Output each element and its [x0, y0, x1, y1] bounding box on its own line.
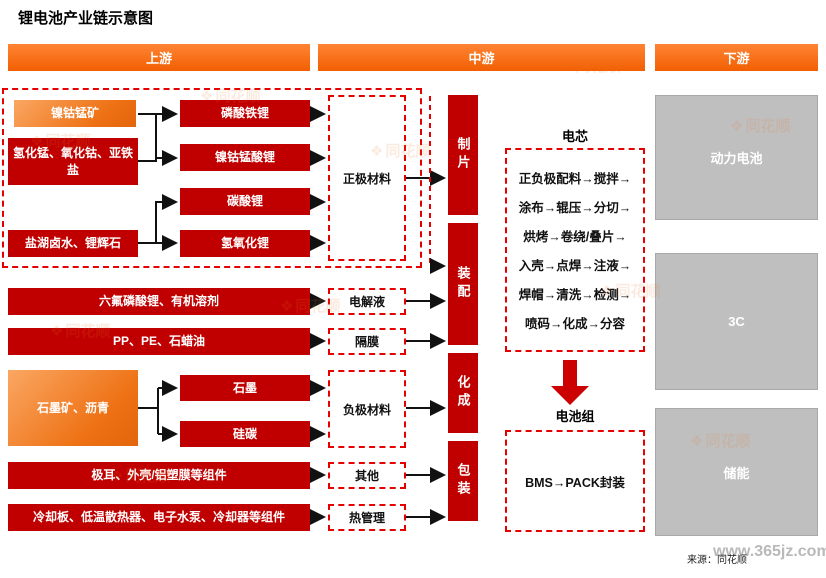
header-upstream: 上游	[8, 44, 310, 71]
downstream-power-battery: 动力电池	[655, 95, 818, 220]
cell-step-line: 正负极配料→搅拌→	[518, 172, 632, 186]
source-electrolyte: 六氟磷酸锂、有机溶剂	[8, 288, 310, 315]
cell-step-line: 喷码→化成→分容	[524, 317, 625, 331]
downstream-energy-storage: 储能	[655, 408, 818, 536]
cell-process-box: 正负极配料→搅拌→ 涂布→辊压→分切→ 烘烤→卷绕/叠片→ 入壳→点焊→注液→ …	[505, 148, 645, 352]
stage-assembly: 装配	[448, 223, 478, 345]
cell-step-line: 涂布→辊压→分切→	[518, 201, 632, 215]
header-downstream: 下游	[655, 44, 818, 71]
source-separator: PP、PE、石蜡油	[8, 328, 310, 355]
intermediate-silicon-carbon: 硅碳	[180, 421, 310, 447]
group-separator: 隔膜	[328, 328, 406, 355]
site-watermark: www.365jz.com	[713, 543, 826, 560]
group-thermal-management: 热管理	[328, 504, 406, 531]
pack-label: 电池组	[555, 408, 595, 424]
compound-lithium-carbonate: 碳酸锂	[180, 188, 310, 215]
source-other-components: 极耳、外壳/铝塑膜等组件	[8, 462, 310, 489]
group-electrolyte: 电解液	[328, 288, 406, 315]
dashed-collector-line	[429, 96, 446, 274]
cell-to-pack-arrow	[551, 360, 589, 405]
stage-sheet-making: 制片	[448, 95, 478, 215]
ore-box-brine-spodumene: 盐湖卤水、锂辉石	[8, 230, 138, 257]
stage-formation: 化成	[448, 353, 478, 433]
compound-ncm: 镍钴锰酸锂	[180, 144, 310, 171]
group-anode-material: 负极材料	[328, 370, 406, 448]
pack-box: BMS→PACK封装	[505, 430, 645, 532]
header-midstream: 中游	[318, 44, 645, 71]
cell-label: 电芯	[561, 128, 588, 144]
cell-step-line: 烘烤→卷绕/叠片→	[523, 230, 627, 244]
source-thermal-components: 冷却板、低温散热器、电子水泵、冷却器等组件	[8, 504, 310, 531]
downstream-3c: 3C	[655, 253, 818, 390]
source-anode-graphite-ore: 石墨矿、沥青	[8, 370, 138, 446]
stage-packaging: 包装	[448, 441, 478, 521]
group-other: 其他	[328, 462, 406, 489]
compound-lfp: 磷酸铁锂	[180, 100, 310, 127]
page-title: 锂电池产业链示意图	[18, 10, 154, 27]
ore-box-ncm-ore: 镍钴锰矿	[14, 100, 136, 127]
cell-step-line: 入壳→点焊→注液→	[518, 259, 632, 273]
source-credit: 来源：同花顺	[687, 555, 747, 566]
group-cathode-material: 正极材料	[328, 95, 406, 261]
ore-box-salts: 氢化锰、氧化钴、亚铁盐	[8, 138, 138, 185]
compound-lithium-hydroxide: 氢氧化锂	[180, 230, 310, 257]
cell-step-line: 焊帽→清洗→检测→	[518, 288, 632, 302]
intermediate-graphite: 石墨	[180, 375, 310, 401]
